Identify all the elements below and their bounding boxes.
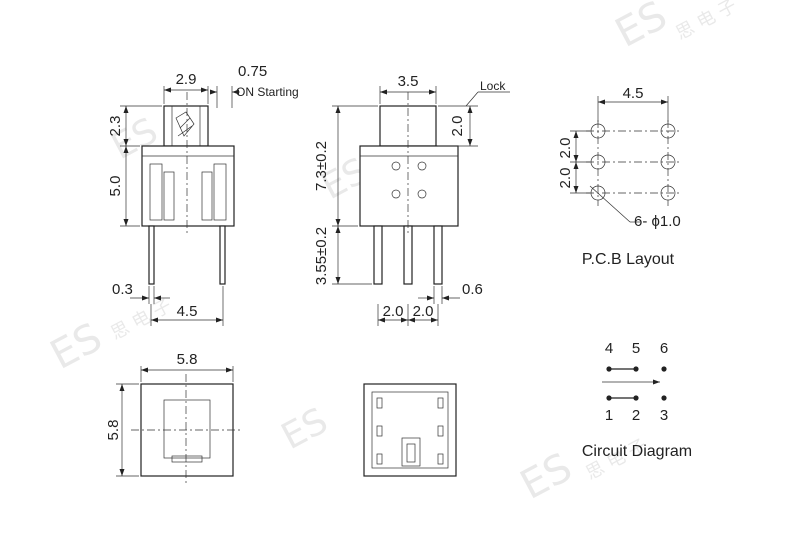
circuit-pin-6: 6	[660, 340, 668, 357]
watermark-es-6: ES	[513, 444, 579, 508]
watermark-es-5: ES	[275, 400, 335, 458]
front-dim-pin-width: 0.3	[112, 281, 133, 298]
side-dim-pitch-2: 2.0	[413, 303, 434, 320]
circuit-pin-5: 5	[632, 340, 640, 357]
watermark-cn-1: 思 电 子	[672, 0, 740, 44]
circuit-pin-4: 4	[605, 340, 613, 357]
top-dim-width: 5.8	[177, 351, 198, 368]
bottom-slot	[401, 437, 421, 467]
side-lock-label: Lock	[480, 79, 506, 93]
pcb-layout: 4.5 2.0 2.0 6- ϕ1.0 P.C.B Layout	[557, 85, 681, 268]
front-pin-left	[148, 225, 155, 285]
front-on-starting-label: ON Starting	[236, 85, 299, 99]
front-dim-top-width: 2.9	[176, 71, 197, 88]
front-dim-offset: 0.75	[238, 63, 267, 80]
side-dim-button-width: 3.5	[398, 73, 419, 90]
pcb-dim-pitch-2: 2.0	[557, 168, 574, 189]
front-dim-body-height: 5.0	[107, 176, 124, 197]
side-dim-body-height: 7.3±0.2	[313, 141, 330, 191]
circuit-pin-1: 1	[605, 407, 613, 424]
pcb-caption: P.C.B Layout	[582, 251, 675, 268]
top-button	[163, 399, 211, 459]
top-dim-height: 5.8	[105, 420, 122, 441]
circuit-pin-3: 3	[660, 407, 668, 424]
circuit-pin-2: 2	[632, 407, 640, 424]
circuit-diagram: 4 5 6 1 2 3 Circuit Diagram	[582, 340, 692, 460]
side-dim-pin-width: 0.6	[462, 281, 483, 298]
pcb-dim-pitch-1: 2.0	[557, 138, 574, 159]
side-pin-3	[433, 225, 443, 285]
side-pin-1	[373, 225, 383, 285]
front-spring	[175, 111, 195, 137]
side-pin-2	[403, 225, 413, 285]
front-pin-right	[219, 225, 226, 285]
watermark-es-4: ES	[43, 314, 109, 378]
front-dim-pin-pitch: 4.5	[177, 303, 198, 320]
side-hole	[391, 161, 401, 171]
side-body	[359, 145, 459, 227]
front-body	[141, 145, 235, 227]
bottom-body	[363, 383, 457, 477]
front-view: 2.9 0.75 ON Starting 2.3 5.0 0.3 4.5	[107, 63, 299, 326]
watermark-es-1: ES	[608, 0, 674, 57]
bottom-view	[363, 383, 457, 477]
side-dim-pin-length: 3.55±0.2	[313, 227, 330, 285]
pcb-dim-row-spacing: 4.5	[623, 85, 644, 102]
front-dim-button-height: 2.3	[107, 116, 124, 137]
pcb-hole-note: 6- ϕ1.0	[634, 213, 681, 230]
circuit-caption: Circuit Diagram	[582, 443, 692, 460]
front-button	[163, 105, 209, 147]
side-view: 3.5 Lock 2.0 7.3±0.2 3.55±0.2 0.6 2.0 2.…	[313, 73, 510, 326]
side-dim-pitch-1: 2.0	[383, 303, 404, 320]
side-dim-lock: 2.0	[449, 116, 466, 137]
top-view: 5.8 5.8	[105, 351, 243, 486]
